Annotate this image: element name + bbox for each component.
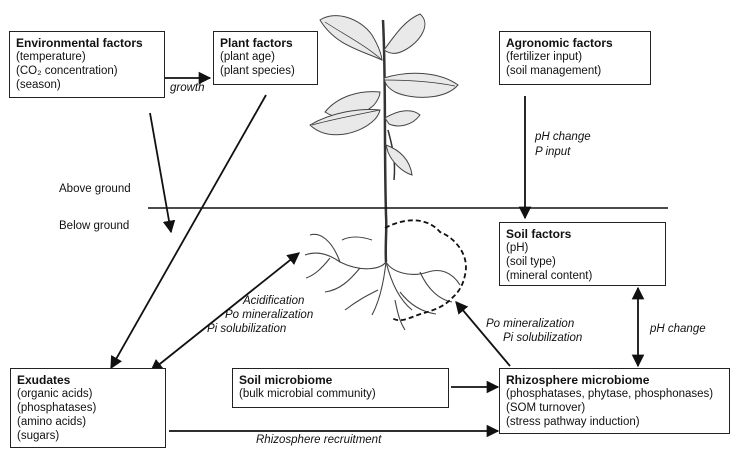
- growth-label: growth: [170, 82, 205, 94]
- pi-solubilization-left-label: Pi solubilization: [207, 323, 287, 335]
- po-mineralization-left-label: Po mineralization: [225, 309, 314, 321]
- exudates-line: (sugars): [17, 430, 60, 442]
- soil-factors-box: Soil factors (pH) (soil type) (mineral c…: [499, 222, 666, 286]
- soil-microbiome-box: Soil microbiome (bulk microbial communit…: [232, 368, 449, 408]
- plant-line: (plant age): [220, 51, 275, 63]
- plant-line: (plant species): [220, 65, 295, 77]
- p-input-label: P input: [535, 146, 571, 158]
- environmental-line: (CO₂ concentration): [16, 65, 118, 77]
- soil-line: (mineral content): [506, 270, 593, 282]
- rhizosphere-line: (stress pathway induction): [506, 416, 640, 428]
- po-mineralization-right-label: Po mineralization: [486, 318, 575, 330]
- agronomic-line: (fertilizer input): [506, 51, 583, 63]
- soil-line: (pH): [506, 242, 529, 254]
- agronomic-factors-title: Agronomic factors: [506, 36, 613, 50]
- ph-change-label-top: pH change: [535, 131, 591, 143]
- exudates-title: Exudates: [17, 373, 71, 387]
- rhizosphere-line: (phosphatases, phytase, phosphonases): [506, 388, 714, 400]
- environmental-factors-box: Environmental factors (temperature) (CO₂…: [9, 31, 165, 98]
- agronomic-factors-box: Agronomic factors (fertilizer input) (so…: [499, 31, 651, 85]
- rhizosphere-microbiome-box: Rhizosphere microbiome (phosphatases, ph…: [499, 368, 730, 434]
- soil-microbiome-line: (bulk microbial community): [239, 388, 376, 400]
- soil-microbiome-title: Soil microbiome: [239, 373, 333, 387]
- rhizosphere-line: (SOM turnover): [506, 402, 586, 414]
- pi-solubilization-right-label: Pi solubilization: [503, 332, 583, 344]
- roots: [304, 233, 461, 331]
- arrows: [110, 71, 645, 438]
- plant-factors-title: Plant factors: [220, 36, 293, 50]
- environmental-factors-title: Environmental factors: [16, 36, 143, 50]
- soil-line: (soil type): [506, 256, 556, 268]
- exudates-line: (organic acids): [17, 388, 93, 400]
- acidification-label: Acidification: [243, 295, 305, 307]
- environmental-line: (temperature): [16, 51, 86, 63]
- above-ground-label: Above ground: [59, 183, 131, 195]
- exudates-line: (amino acids): [17, 416, 87, 428]
- plant-factors-box: Plant factors (plant age) (plant species…: [213, 31, 318, 85]
- agronomic-line: (soil management): [506, 65, 602, 77]
- rhizosphere-recruitment-label: Rhizosphere recruitment: [256, 434, 382, 446]
- environmental-line: (season): [16, 79, 61, 91]
- exudates-box: Exudates (organic acids) (phosphatases) …: [10, 368, 166, 448]
- soil-factors-title: Soil factors: [506, 227, 572, 241]
- plant-illustration: [304, 13, 467, 331]
- below-ground-label: Below ground: [59, 220, 130, 232]
- ph-change-label-right: pH change: [650, 323, 706, 335]
- exudates-line: (phosphatases): [17, 402, 97, 414]
- rhizosphere-microbiome-title: Rhizosphere microbiome: [506, 373, 650, 387]
